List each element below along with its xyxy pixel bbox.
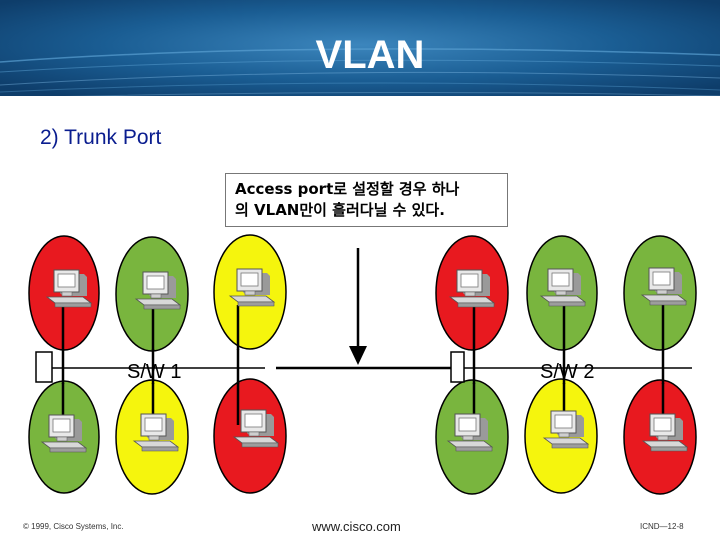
callout-line-2: 의 VLAN만이 흘러다닐 수 있다. bbox=[235, 201, 445, 219]
pc-computer-icon bbox=[540, 268, 586, 307]
callout-box: Access port로 설정할 경우 하나 의 VLAN만이 흘러다닐 수 있… bbox=[225, 173, 508, 227]
switch-2 bbox=[450, 349, 692, 384]
footer-url: www.cisco.com bbox=[312, 519, 401, 534]
pc-computer-icon bbox=[543, 410, 589, 449]
pc-computer-icon bbox=[133, 413, 179, 452]
pc-computer-icon bbox=[642, 413, 688, 452]
footer-page-number: ICND—12-8 bbox=[640, 522, 684, 531]
pc-computer-icon bbox=[449, 269, 495, 308]
title-banner-graphic bbox=[0, 0, 720, 100]
section-subtitle: 2) Trunk Port bbox=[40, 126, 162, 149]
pc-computer-icon bbox=[135, 271, 181, 310]
title-banner: VLAN bbox=[0, 0, 720, 100]
switch-1-label: S/W 1 bbox=[127, 361, 182, 383]
page-title: VLAN bbox=[315, 33, 425, 77]
arrow-down-icon bbox=[349, 248, 367, 365]
pc-computer-icon bbox=[447, 413, 493, 452]
callout-line-1: Access port로 설정할 경우 하나 bbox=[235, 180, 460, 198]
pc-computer-icon bbox=[233, 409, 279, 448]
switch-2-label: S/W 2 bbox=[540, 361, 595, 383]
host-links bbox=[61, 303, 665, 425]
switch-1 bbox=[35, 349, 265, 384]
pc-computer-icon bbox=[46, 269, 92, 308]
footer-copyright: © 1999, Cisco Systems, Inc. bbox=[23, 522, 124, 531]
pc-computer-icon bbox=[641, 267, 687, 306]
pc-computer-icon bbox=[229, 268, 275, 307]
pc-computer-icon bbox=[41, 414, 87, 453]
